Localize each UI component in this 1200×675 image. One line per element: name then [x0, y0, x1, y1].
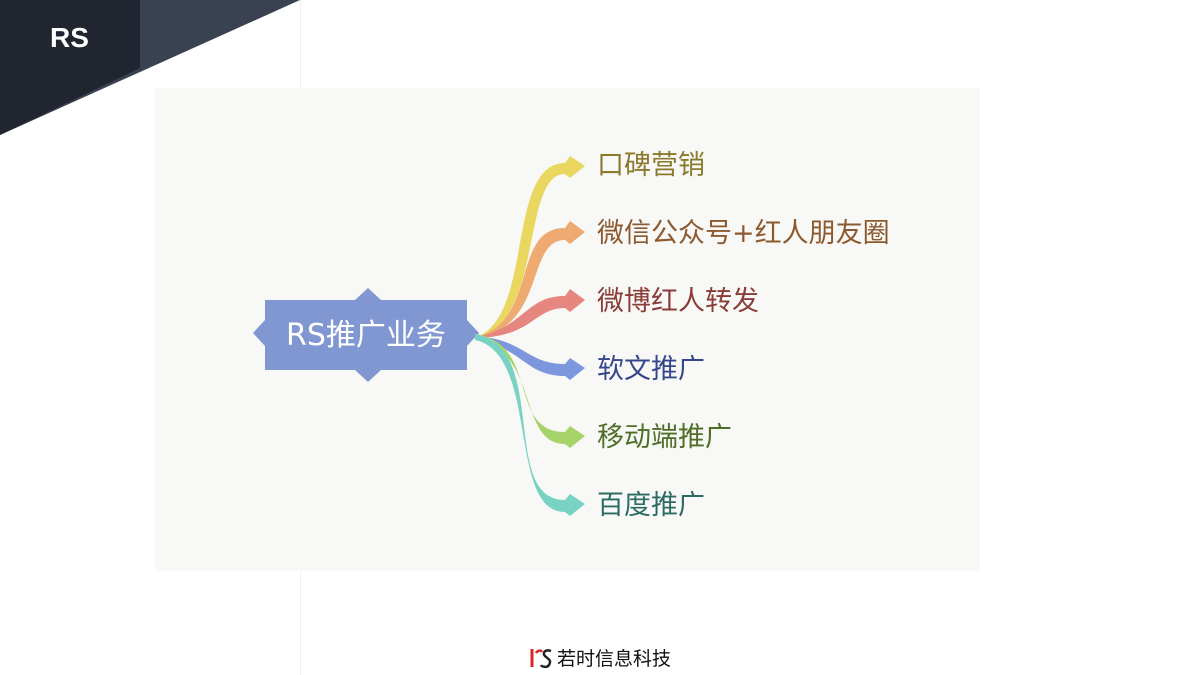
branch-connector-3 [473, 289, 585, 338]
branch-connector-6 [475, 334, 585, 516]
branch-connector-4 [477, 336, 585, 380]
branch-label-4: 软文推广 [597, 354, 705, 385]
footer: 若时信息科技 [0, 644, 1200, 673]
branch-connector-5 [475, 334, 585, 448]
company-logo-icon [530, 648, 552, 668]
branch-label-2: 微信公众号+红人朋友圈 [597, 218, 890, 249]
root-node-label: RS推广业务 [286, 318, 446, 353]
company-name: 若时信息科技 [556, 648, 671, 670]
branch-connector-1 [473, 156, 585, 338]
branch-label-6: 百度推广 [597, 490, 705, 521]
root-node: RS推广业务 [253, 288, 479, 382]
branch-connector-2 [473, 221, 585, 338]
corner-banner [0, 0, 300, 135]
branch-label-3: 微博红人转发 [597, 286, 759, 317]
root-node-shape [253, 288, 479, 382]
mind-map: RS推广业务 口碑营销 微信公众号+红人朋友圈 微博红人转发 软文推广 移动端推… [253, 150, 890, 521]
footer-brand: 若时信息科技 [529, 644, 671, 671]
diagram-panel: RS推广业务 口碑营销 微信公众号+红人朋友圈 微博红人转发 软文推广 移动端推… [155, 88, 980, 571]
brand-logo: RS [50, 22, 89, 53]
branch-connectors [473, 156, 585, 516]
banner-darker-shape [0, 0, 140, 135]
branch-label-5: 移动端推广 [597, 422, 732, 453]
branch-label-1: 口碑营销 [597, 150, 705, 181]
